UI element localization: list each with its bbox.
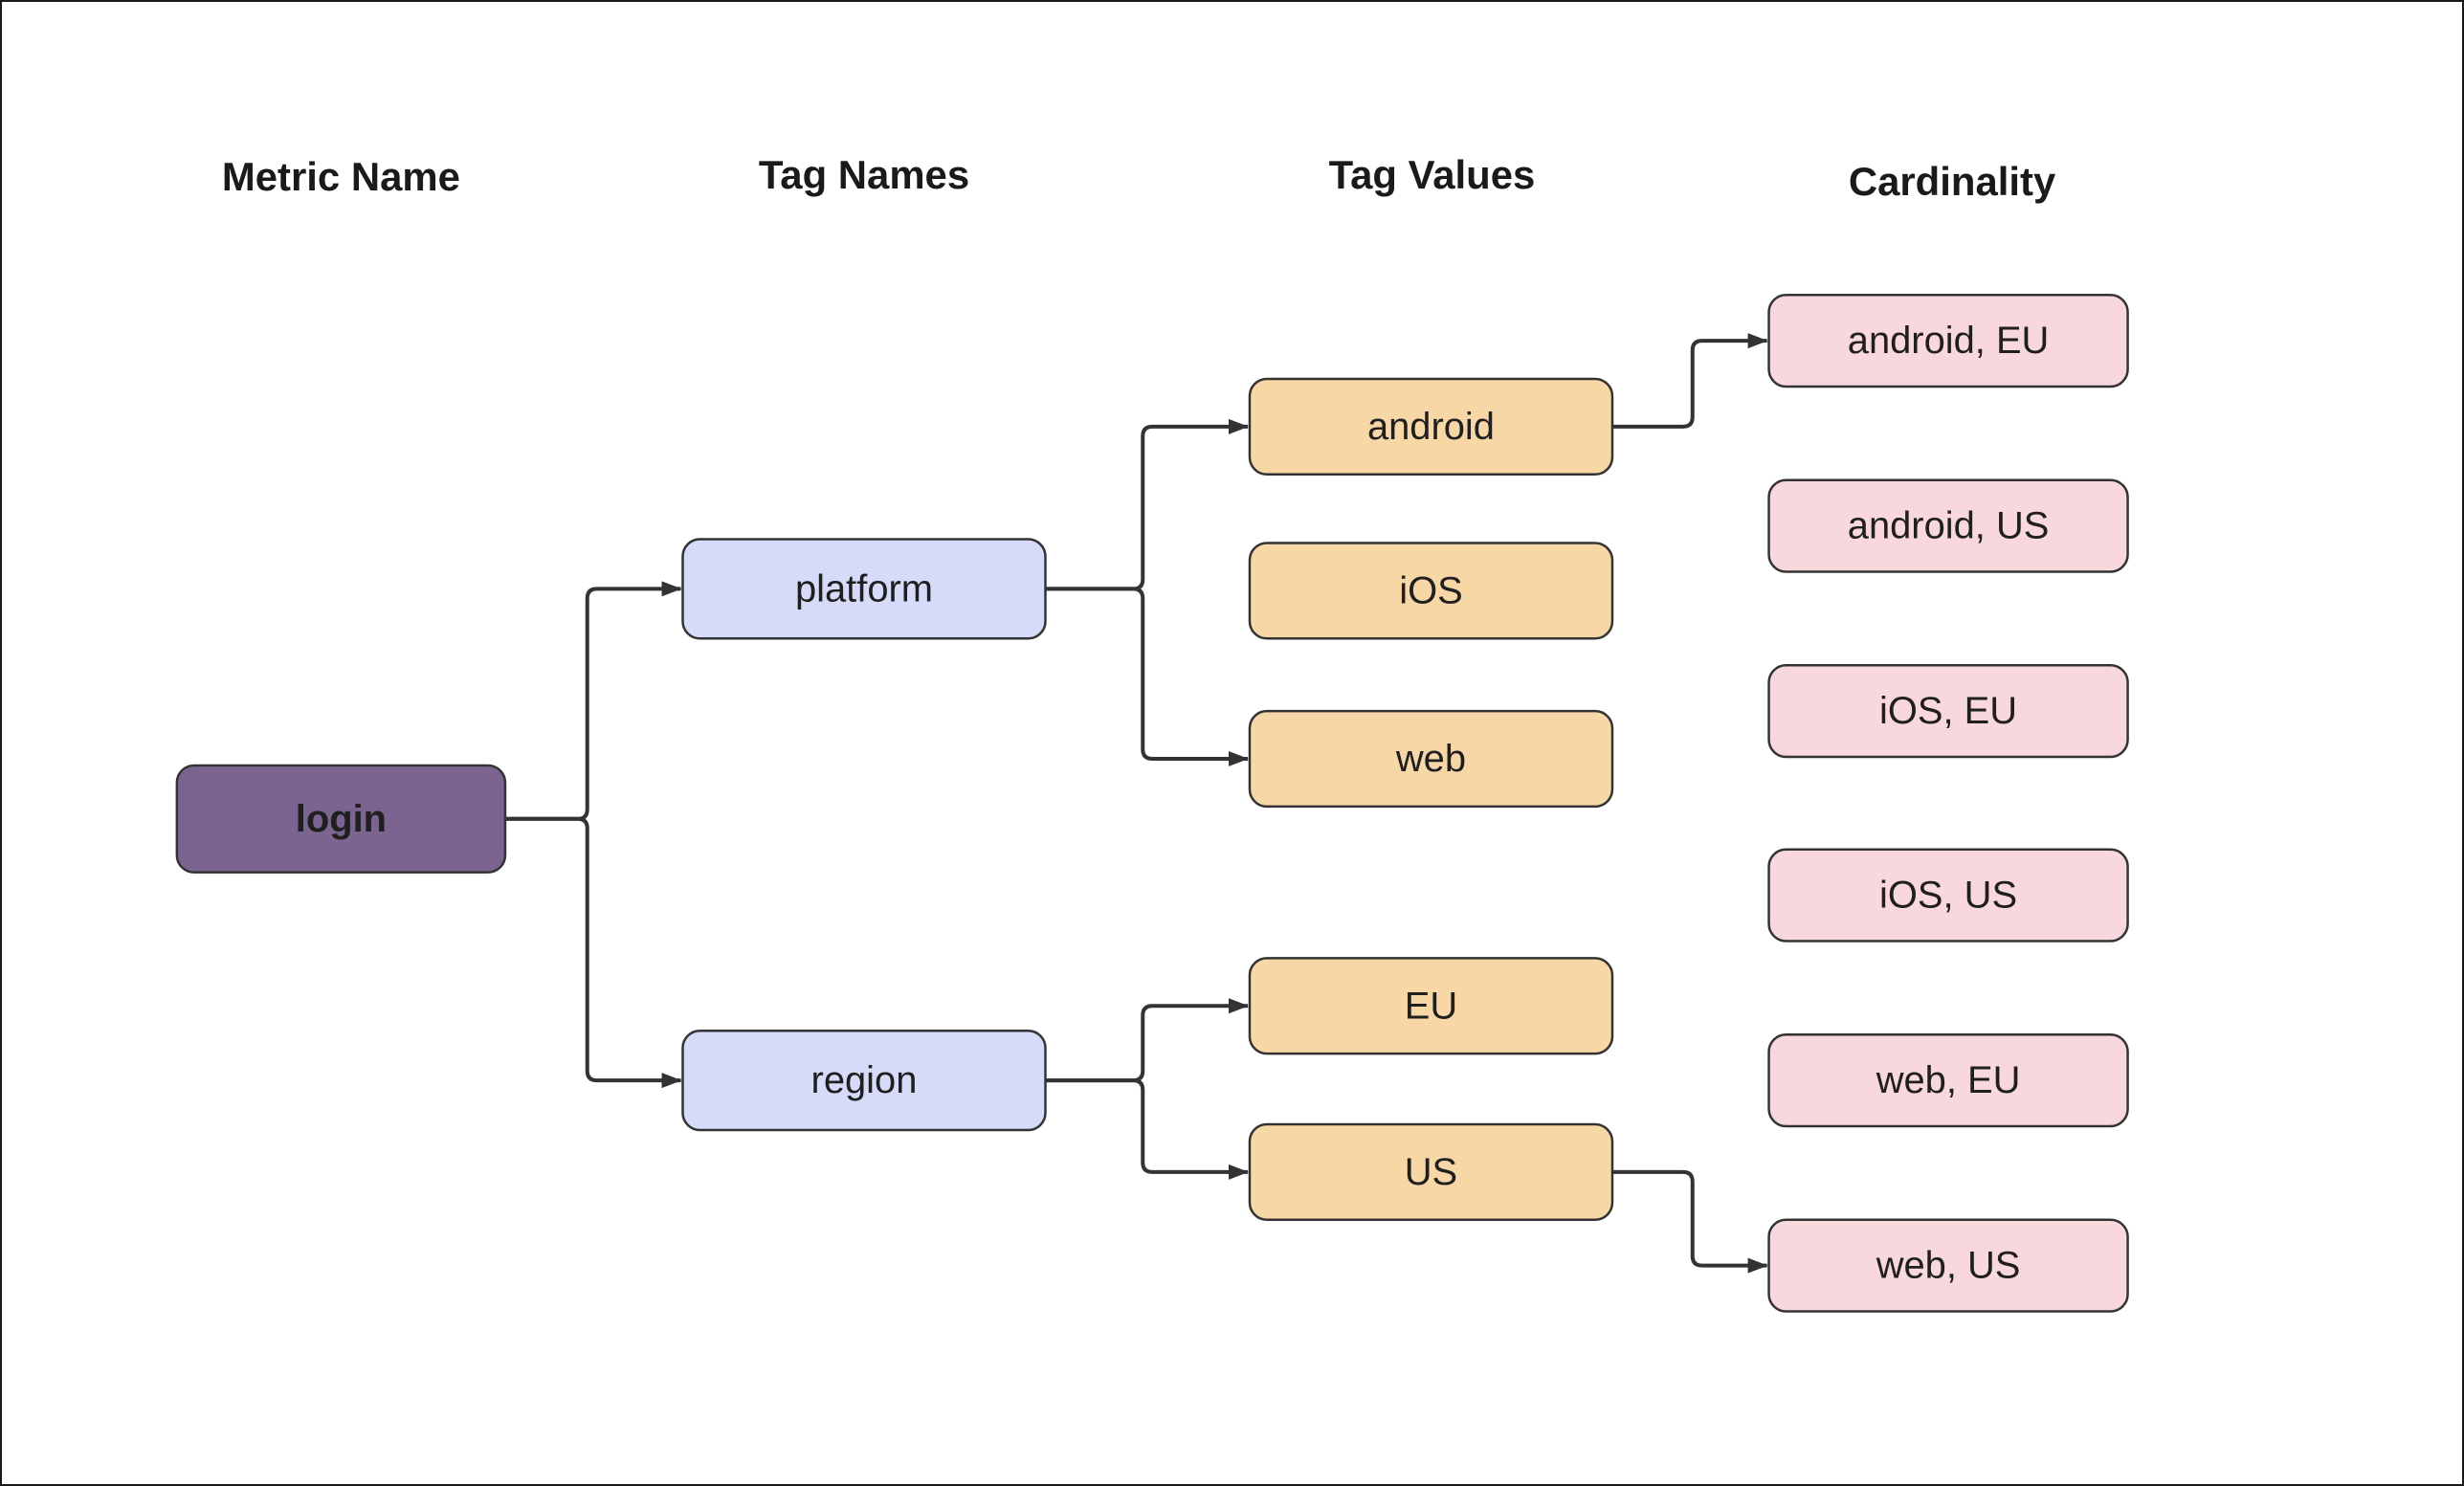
- edge-region-to-us: [1045, 1078, 1249, 1180]
- web-eu-label: web, EU: [1876, 1059, 2021, 1101]
- android-us-label: android, US: [1848, 505, 2050, 547]
- web-us-box: [1767, 1218, 2129, 1313]
- column-header-metric-name: Metric Name: [222, 154, 460, 199]
- android-box: [1248, 377, 1614, 476]
- edge-platform-to-web: [1045, 587, 1249, 766]
- us-label: US: [1405, 1151, 1457, 1193]
- ios-eu-box: [1767, 663, 2129, 759]
- column-header-tag-values: Tag Values: [1329, 152, 1536, 197]
- node-android: android: [1248, 377, 1614, 476]
- edge-login-to-region: [504, 816, 682, 1089]
- node-us: US: [1248, 1122, 1614, 1221]
- node-eu: EU: [1248, 957, 1614, 1055]
- edges-layer: [504, 333, 1768, 1274]
- edge-platform-to-android: [1045, 418, 1249, 591]
- node-platform: platform: [681, 538, 1047, 640]
- node-web-eu: web, EU: [1767, 1032, 2129, 1128]
- edge-android-to-android-eu: [1611, 333, 1768, 429]
- node-ios-us: iOS, US: [1767, 848, 2129, 943]
- web-label: web: [1395, 738, 1466, 780]
- edge-login-to-platform: [504, 581, 682, 821]
- login-label: login: [296, 798, 387, 840]
- region-box: [681, 1029, 1047, 1132]
- node-ios-eu: iOS, EU: [1767, 663, 2129, 759]
- web-eu-box: [1767, 1032, 2129, 1128]
- ios-box: [1248, 542, 1614, 640]
- node-ios: iOS: [1248, 542, 1614, 640]
- headers-layer: Metric Name Tag Names Tag Values Cardinalit…: [222, 152, 2056, 204]
- us-box: [1248, 1122, 1614, 1221]
- android-label: android: [1367, 406, 1495, 448]
- web-box: [1248, 709, 1614, 809]
- ios-eu-label: iOS, EU: [1879, 690, 2017, 732]
- login-box: [175, 764, 507, 874]
- node-login: login: [175, 764, 507, 874]
- node-android-eu: android, EU: [1767, 293, 2129, 388]
- web-us-label: web, US: [1876, 1245, 2021, 1287]
- edge-us-to-web-us: [1611, 1169, 1768, 1274]
- column-header-cardinality: Cardinality: [1849, 159, 2056, 204]
- ios-us-label: iOS, US: [1879, 875, 2017, 917]
- eu-label: EU: [1405, 985, 1457, 1027]
- node-web-us: web, US: [1767, 1218, 2129, 1313]
- platform-label: platform: [795, 567, 933, 610]
- node-region: region: [681, 1029, 1047, 1132]
- column-header-tag-names: Tag Names: [759, 152, 969, 197]
- platform-box: [681, 538, 1047, 640]
- node-android-us: android, US: [1767, 478, 2129, 573]
- node-web: web: [1248, 709, 1614, 809]
- region-label: region: [811, 1059, 918, 1101]
- android-us-box: [1767, 478, 2129, 573]
- android-eu-box: [1767, 293, 2129, 388]
- edge-region-to-eu: [1045, 998, 1249, 1083]
- ios-us-box: [1767, 848, 2129, 943]
- eu-box: [1248, 957, 1614, 1055]
- ios-label: iOS: [1399, 569, 1462, 611]
- android-eu-label: android, EU: [1848, 320, 2050, 362]
